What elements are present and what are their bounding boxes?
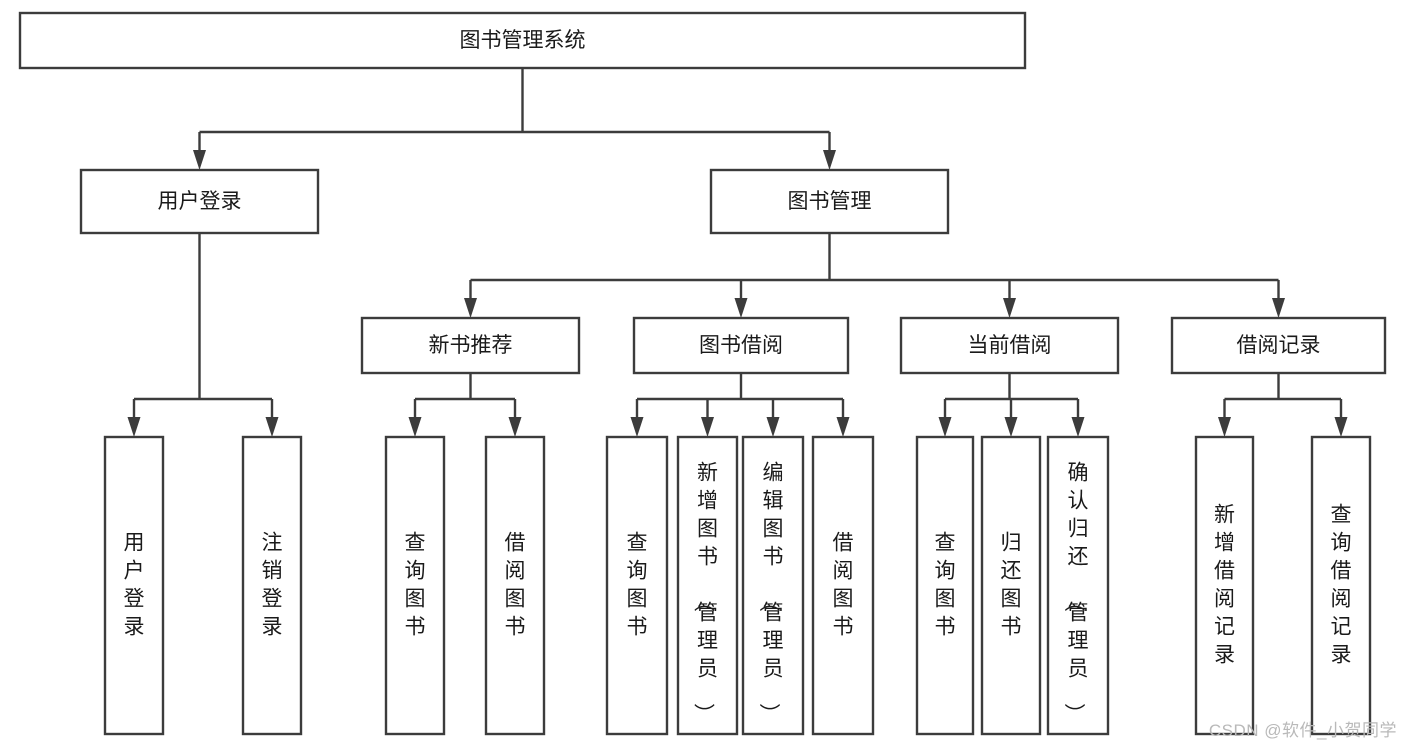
node-l-add-book[interactable]: 新增图书（管理员） (676, 435, 739, 736)
node-box (980, 435, 1042, 736)
node-l-confirm-return[interactable]: 确认归还（管理员） (1046, 435, 1110, 736)
node-box (605, 435, 669, 736)
edge-group-n-new-book-rec (408, 373, 522, 437)
node-label: 图书管理 (788, 190, 872, 213)
node-box (360, 316, 581, 375)
node-label: 确认归还（管理员） (1063, 461, 1089, 724)
arrow-head-icon (938, 417, 952, 437)
arrow-head-icon (1004, 417, 1018, 437)
node-box (709, 168, 950, 235)
edge-group-n-user-login (127, 233, 279, 437)
arrow-head-icon (836, 417, 850, 437)
edge-group-n-book-mgmt (464, 233, 1285, 318)
edge-group-n-borrow-record (1218, 373, 1348, 437)
node-label: 用户登录 (158, 190, 242, 213)
node-l-query-book-b[interactable]: 查询图书 (605, 435, 669, 736)
node-label: 图书管理系统 (460, 29, 586, 52)
node-l-borrow-book-b[interactable]: 借阅图书 (811, 435, 875, 736)
node-label: 注销登录 (262, 531, 283, 638)
arrow-head-icon (1071, 417, 1085, 437)
node-n-user-login[interactable]: 用户登录 (79, 168, 320, 235)
node-l-add-record[interactable]: 新增借阅记录 (1194, 435, 1255, 736)
arrow-head-icon (127, 417, 141, 437)
edge-group-root (193, 68, 836, 170)
arrow-head-icon (766, 417, 780, 437)
node-l-edit-book[interactable]: 编辑图书（管理员） (741, 435, 805, 736)
node-l-user-login[interactable]: 用户登录 (103, 435, 165, 736)
arrow-head-icon (464, 298, 477, 318)
node-label: 当前借阅 (968, 334, 1052, 357)
connector-layer (127, 68, 1348, 437)
node-box (1170, 316, 1387, 375)
arrow-head-icon (408, 417, 422, 437)
node-label: 新增图书（管理员） (692, 461, 718, 724)
node-l-borrow-book-a[interactable]: 借阅图书 (484, 435, 546, 736)
node-n-book-borrow[interactable]: 图书借阅 (632, 316, 850, 375)
node-layer: 图书管理系统用户登录图书管理新书推荐图书借阅当前借阅借阅记录用户登录注销登录查询… (18, 11, 1387, 736)
node-n-book-mgmt[interactable]: 图书管理 (709, 168, 950, 235)
node-label: 查询借阅记录 (1331, 503, 1352, 666)
arrow-head-icon (193, 150, 206, 170)
node-n-current-borrow[interactable]: 当前借阅 (899, 316, 1120, 375)
node-label: 归还图书 (1001, 531, 1022, 638)
node-box (103, 435, 165, 736)
node-box (915, 435, 975, 736)
arrow-head-icon (265, 417, 279, 437)
arrow-head-icon (630, 417, 644, 437)
node-root[interactable]: 图书管理系统 (18, 11, 1027, 70)
arrow-head-icon (1334, 417, 1348, 437)
node-l-logout[interactable]: 注销登录 (241, 435, 303, 736)
node-label: 借阅图书 (833, 531, 854, 638)
node-l-query-book-c[interactable]: 查询图书 (915, 435, 975, 736)
node-box (899, 316, 1120, 375)
node-box (811, 435, 875, 736)
node-box (1194, 435, 1255, 736)
node-box (384, 435, 446, 736)
node-label: 借阅记录 (1237, 334, 1321, 357)
node-l-query-record[interactable]: 查询借阅记录 (1310, 435, 1372, 736)
node-box (484, 435, 546, 736)
node-box (1046, 435, 1110, 736)
node-box (241, 435, 303, 736)
node-label: 查询图书 (405, 531, 426, 638)
node-l-return-book[interactable]: 归还图书 (980, 435, 1042, 736)
node-label: 查询图书 (627, 531, 648, 638)
node-label: 图书借阅 (699, 334, 783, 357)
edge-group-n-current-borrow (938, 373, 1085, 437)
arrow-head-icon (1218, 417, 1231, 437)
node-label: 借阅图书 (505, 531, 526, 638)
arrow-head-icon (734, 298, 748, 318)
arrow-head-icon (508, 417, 522, 437)
edge-group-n-book-borrow (630, 373, 850, 437)
node-n-new-book-rec[interactable]: 新书推荐 (360, 316, 581, 375)
node-box (79, 168, 320, 235)
node-box (676, 435, 739, 736)
node-label: 编辑图书（管理员） (758, 461, 784, 724)
node-label: 用户登录 (124, 531, 145, 638)
node-box (741, 435, 805, 736)
node-label: 查询图书 (935, 531, 956, 638)
node-box (1310, 435, 1372, 736)
watermark-text: CSDN @软件_小贺同学 (1208, 721, 1397, 740)
node-l-query-book-a[interactable]: 查询图书 (384, 435, 446, 736)
node-n-borrow-record[interactable]: 借阅记录 (1170, 316, 1387, 375)
node-box (18, 11, 1027, 70)
arrow-head-icon (1272, 298, 1285, 318)
node-box (632, 316, 850, 375)
node-label: 新增借阅记录 (1214, 503, 1235, 666)
arrow-head-icon (1003, 298, 1016, 318)
node-label: 新书推荐 (429, 334, 513, 357)
arrow-head-icon (823, 150, 836, 170)
arrow-head-icon (701, 417, 714, 437)
